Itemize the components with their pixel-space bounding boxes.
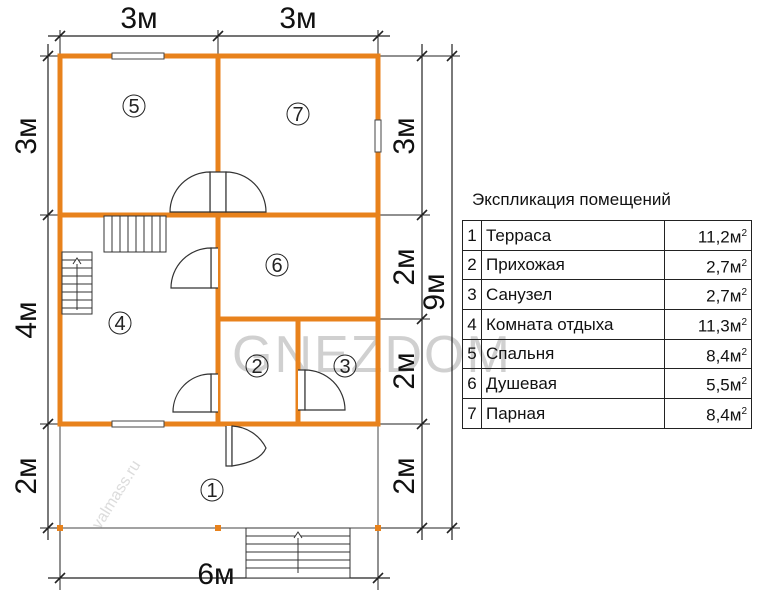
area-value: 5,5м <box>706 375 742 395</box>
legend-row-name: Комната отдыха <box>481 308 665 340</box>
dimension-ticks <box>42 30 458 584</box>
room-legend: Экспликация помещений 1 Терраса 11,2м2 2… <box>462 190 752 429</box>
area-value: 11,3м <box>697 316 742 336</box>
legend-row-name: Душевая <box>481 368 665 399</box>
legend-row: 3 Санузел 2,7м2 <box>462 279 752 310</box>
legend-title: Экспликация помещений <box>472 190 671 209</box>
room-circle-5 <box>122 94 146 118</box>
legend-row-area: 5,5м2 <box>664 368 752 399</box>
legend-row-num: 7 <box>462 397 482 429</box>
room-circle-7 <box>286 102 310 126</box>
legend-row-area: 11,2м2 <box>664 220 752 251</box>
area-value: 8,4м <box>706 405 742 425</box>
dim-left-lower: 2м <box>10 457 43 494</box>
area-value: 2,7м <box>706 286 742 306</box>
room-circle-4 <box>108 311 132 335</box>
legend-row: 5 Спальня 8,4м2 <box>462 338 752 370</box>
room-markers: 5 7 6 4 2 3 1 <box>108 94 357 502</box>
room-label-5: 5 <box>128 96 139 118</box>
legend-row-area: 8,4м2 <box>664 397 752 429</box>
area-unit: 2 <box>741 405 747 417</box>
legend-row-area: 11,3м2 <box>664 308 752 340</box>
area-unit: 2 <box>741 346 747 358</box>
room-circle-3 <box>333 354 357 378</box>
legend-row-area: 2,7м2 <box>664 249 752 281</box>
legend-row: 2 Прихожая 2,7м2 <box>462 249 752 281</box>
watermark-side-text: valmass.ru <box>89 458 144 533</box>
room-circle-1 <box>200 478 224 502</box>
legend-row: 4 Комната отдыха 11,3м2 <box>462 308 752 340</box>
area-unit: 2 <box>741 257 747 269</box>
room-label-1: 1 <box>206 480 217 502</box>
legend-row-num: 4 <box>462 308 482 340</box>
legend-row-area: 2,7м2 <box>664 279 752 310</box>
dim-top-left: 3м <box>120 2 157 35</box>
room-label-2: 2 <box>251 356 262 378</box>
dim-bottom-width: 6м <box>197 558 234 591</box>
legend-row-num: 6 <box>462 368 482 399</box>
room-circle-2 <box>245 354 269 378</box>
legend-row-num: 1 <box>462 220 482 251</box>
area-unit: 2 <box>741 316 747 328</box>
dim-left-middle: 4м <box>10 301 43 338</box>
dim-left-upper: 3м <box>10 117 43 154</box>
legend-row-name: Прихожая <box>481 249 665 281</box>
room-circle-6 <box>265 253 289 277</box>
legend-row-name: Спальня <box>481 338 665 370</box>
legend-row-num: 5 <box>462 338 482 370</box>
legend-row-num: 2 <box>462 249 482 281</box>
legend-row-area: 8,4м2 <box>664 338 752 370</box>
legend-row: 7 Парная 8,4м2 <box>462 397 752 429</box>
room-label-4: 4 <box>114 313 125 335</box>
dim-right-upper: 3м <box>388 117 421 154</box>
dim-right-mid1: 2м <box>388 248 421 285</box>
doors <box>169 171 346 467</box>
dim-right-lower: 2м <box>388 457 421 494</box>
legend-row-num: 3 <box>462 279 482 310</box>
dim-right-mid2: 2м <box>388 352 421 389</box>
terrace-posts <box>57 525 381 531</box>
legend-row: 1 Терраса 11,2м2 <box>462 220 752 251</box>
room-label-7: 7 <box>292 104 303 126</box>
windows <box>111 52 382 428</box>
area-value: 2,7м <box>706 257 742 277</box>
entrance-steps <box>245 527 351 579</box>
dim-top-right: 3м <box>279 2 316 35</box>
interior-stairs <box>61 215 167 315</box>
area-unit: 2 <box>741 287 747 299</box>
room-label-6: 6 <box>271 255 282 277</box>
legend-table: 1 Терраса 11,2м2 2 Прихожая 2,7м2 3 Сану… <box>462 220 752 429</box>
area-value: 11,2м <box>697 227 742 247</box>
legend-row: 6 Душевая 5,5м2 <box>462 368 752 399</box>
legend-row-name: Санузел <box>481 279 665 310</box>
room-label-3: 3 <box>339 356 350 378</box>
legend-row-name: Парная <box>481 397 665 429</box>
area-value: 8,4м <box>706 346 742 366</box>
dim-total-height: 9м <box>418 273 451 310</box>
area-unit: 2 <box>741 376 747 388</box>
area-unit: 2 <box>741 228 747 239</box>
legend-row-name: Терраса <box>481 220 665 251</box>
